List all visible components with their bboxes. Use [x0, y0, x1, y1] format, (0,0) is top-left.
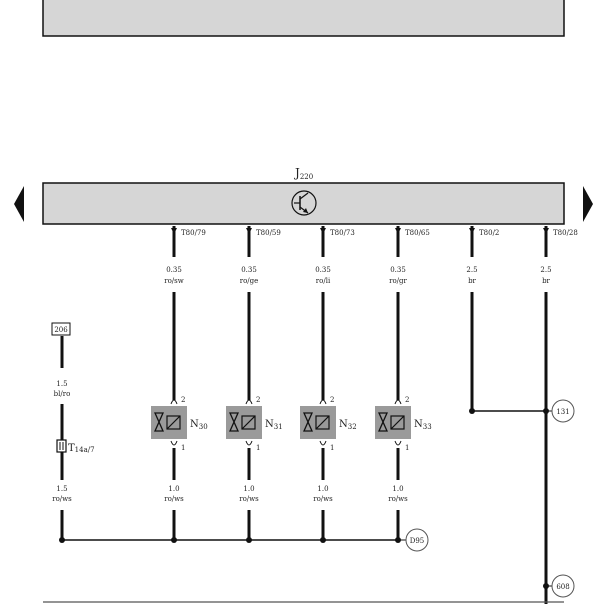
ref-206-box[interactable]: [51, 322, 71, 336]
left-wire-circuit: 206 1.5 bl/ro T14a/7 1.5 ro/ws: [51, 322, 95, 543]
wire-size: 0.35: [166, 266, 182, 274]
wire-color: bl/ro: [54, 390, 71, 398]
pin-label: T80/2: [479, 229, 499, 237]
circuit-n32: T80/73 0.35 ro/li 2 1 N32 1.0 ro/ws: [300, 226, 357, 543]
ref-131-marker[interactable]: 131: [546, 399, 575, 423]
solenoid-valve-icon: [151, 406, 187, 439]
connector-label: T14a/7: [68, 443, 95, 454]
solenoid-pin-top: 2: [330, 396, 334, 404]
solenoid-pin-bottom: 1: [181, 444, 185, 452]
circuit-ground-pin-28: T80/28 2.5 br: [540, 226, 578, 604]
control-unit-label: J220: [293, 166, 313, 181]
solenoid-pin-top: 2: [405, 396, 409, 404]
wire-color: ro/sw: [164, 277, 184, 285]
wire-color: br: [468, 277, 476, 285]
wire-size: 2.5: [466, 266, 477, 274]
wire-size: 1.5: [56, 485, 67, 493]
ref-206-label: 206: [54, 326, 68, 334]
ref-608-marker[interactable]: 608: [546, 574, 575, 598]
scroll-right-arrow-icon[interactable]: [583, 186, 593, 222]
wire-color: ro/ws: [313, 495, 333, 503]
circuit-n31: T80/59 0.35 ro/ge 2 1 N31 1.0 ro/ws: [226, 226, 283, 543]
upper-component-box: [42, 0, 565, 37]
wire-size: 1.0: [168, 485, 179, 493]
connector-icon: [56, 439, 67, 453]
wire-size: 0.35: [241, 266, 257, 274]
transistor-icon: [291, 190, 317, 216]
wire-color: ro/li: [316, 277, 331, 285]
wire-color: ro/ws: [239, 495, 259, 503]
wire-color: br: [542, 277, 550, 285]
solenoid-valve-icon: [226, 406, 262, 439]
solenoid-pin-top: 2: [256, 396, 260, 404]
wire-color: ro/ge: [240, 277, 259, 285]
pin-label: T80/59: [256, 229, 281, 237]
solenoid-pin-bottom: 1: [330, 444, 334, 452]
wire-color: ro/gr: [389, 277, 407, 285]
pin-label: T80/79: [181, 229, 206, 237]
wire-size: 1.0: [317, 485, 328, 493]
wire-size: 1.0: [392, 485, 403, 493]
wire-size: 1.0: [243, 485, 254, 493]
pin-label: T80/73: [330, 229, 355, 237]
solenoid-label: N31: [265, 419, 283, 431]
solenoid-pin-bottom: 1: [256, 444, 260, 452]
solenoid-pin-top: 2: [181, 396, 185, 404]
control-unit-box: [42, 182, 565, 225]
wire-size: 1.5: [56, 380, 67, 388]
wire-size: 0.35: [390, 266, 406, 274]
wire-color: ro/ws: [164, 495, 184, 503]
solenoid-valve-icon: [375, 406, 411, 439]
wire-color: ro/ws: [388, 495, 408, 503]
solenoid-label: N30: [190, 419, 208, 431]
pin-label: T80/28: [553, 229, 578, 237]
circuit-n30: T80/79 0.35 ro/sw 2 1 N30 1.0 ro/ws: [151, 226, 208, 543]
wire-size: 2.5: [540, 266, 551, 274]
solenoid-valve-icon: [300, 406, 336, 439]
solenoid-label: N32: [339, 419, 357, 431]
wire-size: 0.35: [315, 266, 331, 274]
circuit-ground-pin-2: T80/2 2.5 br: [466, 226, 546, 414]
solenoid-pin-bottom: 1: [405, 444, 409, 452]
wire-color: ro/ws: [52, 495, 72, 503]
ref-131-label: 131: [556, 408, 569, 416]
solenoid-label: N33: [414, 419, 432, 431]
scroll-left-arrow-icon[interactable]: [14, 186, 24, 222]
circuit-n33: T80/65 0.35 ro/gr 2 1 N33 1.0 ro/ws: [375, 226, 432, 543]
ref-d95-marker[interactable]: D95: [398, 528, 429, 552]
ref-608-label: 608: [556, 583, 569, 591]
ref-d95-label: D95: [410, 537, 425, 545]
pin-label: T80/65: [405, 229, 430, 237]
